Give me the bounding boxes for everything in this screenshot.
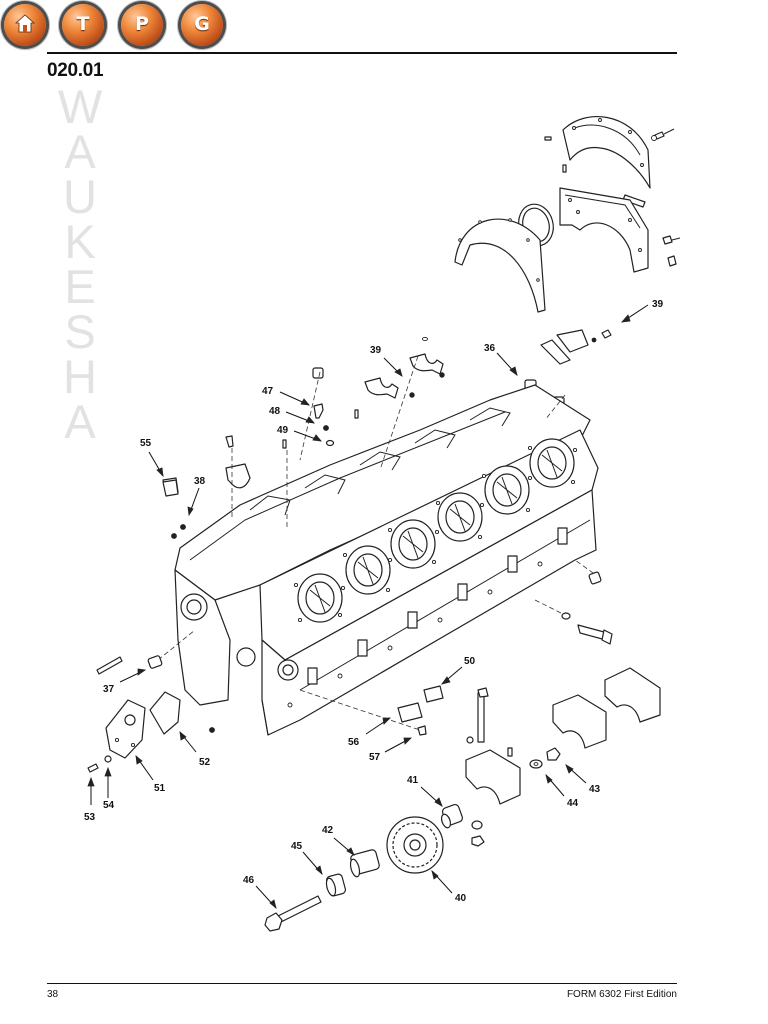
plug-37 bbox=[147, 655, 163, 669]
callout-37: 37 bbox=[103, 684, 115, 695]
footer-rule bbox=[47, 983, 677, 984]
section-number: 020.01 bbox=[47, 60, 104, 81]
cover-plate-51 bbox=[105, 699, 146, 759]
watermark-letter: H bbox=[63, 350, 97, 403]
p-button-label: P bbox=[135, 13, 149, 35]
watermark-letter: A bbox=[64, 395, 96, 448]
callout-44: 44 bbox=[567, 798, 579, 809]
cover-bolts bbox=[544, 128, 675, 208]
callout-39-top: 39 bbox=[370, 345, 382, 356]
form-label: FORM 6302 First Edition bbox=[566, 989, 677, 1000]
callout-50: 50 bbox=[464, 656, 476, 667]
screw-57 bbox=[417, 725, 427, 736]
callout-53: 53 bbox=[84, 812, 96, 823]
thrust-washer-45 bbox=[325, 873, 347, 897]
callout-49: 49 bbox=[277, 425, 289, 436]
plate-55 bbox=[162, 479, 179, 497]
callout-47: 47 bbox=[262, 386, 274, 397]
head-bolt-holes bbox=[293, 445, 578, 623]
header-rule bbox=[47, 52, 677, 54]
t-button[interactable]: T bbox=[62, 4, 104, 46]
watermark-letter: E bbox=[64, 260, 96, 313]
g-button[interactable]: G bbox=[181, 4, 223, 46]
gasket-52 bbox=[149, 691, 181, 735]
p-button[interactable]: P bbox=[121, 4, 163, 46]
gear-hub-42 bbox=[349, 849, 380, 878]
dowel-pin bbox=[96, 656, 123, 675]
watermark-letter: S bbox=[64, 305, 96, 358]
callout-52: 52 bbox=[199, 757, 211, 768]
callout-56: 56 bbox=[348, 737, 360, 748]
flywheel-housing-section bbox=[559, 187, 681, 273]
cover-56 bbox=[397, 702, 423, 723]
engine-block bbox=[174, 384, 599, 736]
callout-41: 41 bbox=[407, 775, 419, 786]
cylinder-bores bbox=[297, 438, 575, 623]
home-icon bbox=[15, 14, 35, 33]
callout-40: 40 bbox=[455, 893, 467, 904]
cam-gear bbox=[386, 816, 444, 874]
plug-small bbox=[209, 727, 215, 733]
callout-57: 57 bbox=[369, 752, 381, 763]
watermark-letter: W bbox=[57, 80, 103, 133]
main-bearing-caps bbox=[465, 667, 661, 847]
callout-55: 55 bbox=[140, 438, 152, 449]
callout-leaders bbox=[87, 304, 649, 910]
watermark-letter: A bbox=[64, 125, 96, 178]
bolt-53 bbox=[87, 763, 99, 773]
plate-50 bbox=[423, 685, 444, 703]
callout-46: 46 bbox=[243, 875, 255, 886]
washer-54 bbox=[104, 755, 112, 763]
callout-48: 48 bbox=[269, 406, 281, 417]
gear-bushing-41 bbox=[440, 803, 464, 829]
callout-45: 45 bbox=[291, 841, 303, 852]
assembly-guide-lines bbox=[157, 355, 601, 731]
callout-39-right: 39 bbox=[652, 299, 664, 310]
thrust-bracket bbox=[540, 329, 612, 365]
callout-43: 43 bbox=[589, 784, 601, 795]
t-button-label: T bbox=[76, 13, 90, 35]
callout-numbers: 39 36 39 47 48 49 55 38 37 50 56 57 52 5… bbox=[84, 299, 664, 904]
block-fittings bbox=[282, 403, 359, 449]
callout-36: 36 bbox=[484, 343, 496, 354]
main-bearing-bolt bbox=[561, 571, 613, 645]
callout-51: 51 bbox=[154, 783, 166, 794]
waukesha-watermark: W A U K E S H A bbox=[50, 80, 110, 448]
callout-42: 42 bbox=[322, 825, 334, 836]
callout-38: 38 bbox=[194, 476, 206, 487]
home-button[interactable] bbox=[4, 4, 46, 46]
watermark-letter: K bbox=[64, 215, 96, 268]
callout-54: 54 bbox=[103, 800, 115, 811]
cover-gasket bbox=[454, 218, 546, 313]
gear-bolt-46 bbox=[264, 895, 322, 932]
crankcase-bosses bbox=[287, 527, 568, 708]
page-number: 38 bbox=[47, 989, 59, 1000]
gear-cover-plate bbox=[562, 116, 651, 189]
watermark-letter: U bbox=[63, 170, 97, 223]
cam-bearing-caps bbox=[364, 336, 445, 399]
g-button-label: G bbox=[194, 13, 210, 35]
